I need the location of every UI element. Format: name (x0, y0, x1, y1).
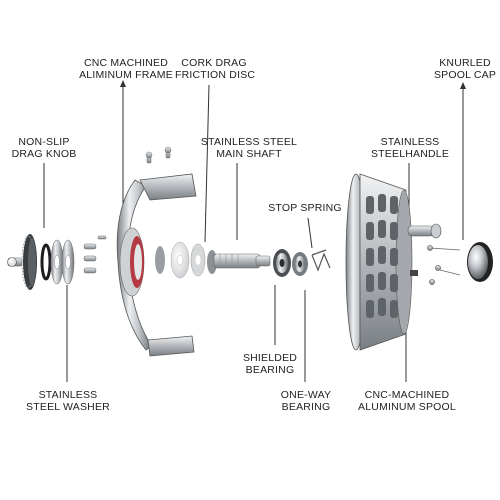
label-knurled-line2: SPOOL CAP (433, 69, 497, 81)
label-oneway-line2: BEARING (281, 401, 331, 413)
shielded-bearing (273, 249, 291, 277)
arrowhead-frame (120, 80, 126, 87)
label-knob: NON-SLIP DRAG KNOB (6, 136, 82, 160)
label-handle: STAINLESS STEELHANDLE (370, 136, 450, 160)
label-knob-line1: NON-SLIP (18, 136, 70, 148)
label-knurled-line1: KNURLED (439, 57, 491, 69)
label-oneway: ONE-WAY BEARING (276, 389, 336, 413)
label-oneway-line1: ONE-WAY (280, 389, 332, 401)
drag-knob (7, 234, 37, 290)
label-handle-line2: STEELHANDLE (370, 148, 450, 160)
label-shielded: SHIELDED BEARING (238, 352, 302, 376)
reel-frame (116, 173, 197, 357)
label-handle-line1: STAINLESS (380, 136, 440, 148)
washers-and-rings (40, 239, 75, 285)
small-bolts (83, 146, 172, 274)
label-shielded-line2: BEARING (245, 364, 295, 376)
label-stopspring: STOP SPRING (265, 202, 345, 214)
cap-small-parts (427, 245, 461, 285)
main-shaft (213, 253, 271, 269)
drag-discs (155, 241, 217, 279)
label-stopspring-line1: STOP SPRING (268, 202, 342, 214)
label-washer-line1: STAINLESS (38, 389, 98, 401)
label-frame-line1: CNC MACHINED (83, 57, 169, 69)
label-spool-line2: ALUMINUM SPOOL (358, 401, 456, 413)
label-shaft-line2: MAIN SHAFT (216, 148, 282, 160)
label-washer-line2: STEEL WASHER (26, 401, 110, 413)
reel-spool (345, 173, 442, 351)
label-shaft-line1: STAINLESS STEEL (200, 136, 298, 148)
label-cork-line1: CORK DRAG (181, 57, 247, 69)
label-spool: CNC-MACHINED ALUMINUM SPOOL (357, 389, 457, 413)
label-knob-line2: DRAG KNOB (11, 148, 77, 160)
label-knurled: KNURLED SPOOL CAP (432, 57, 498, 81)
label-frame-line2: ALIMINUM FRAME (79, 69, 173, 81)
label-cork-line2: FRICTION DISC (175, 69, 256, 81)
arrowhead-knurled (460, 82, 466, 89)
label-cork: CORK DRAG FRICTION DISC (175, 57, 256, 81)
label-shielded-line1: SHIELDED (242, 352, 298, 364)
leader-stopspring (307, 217, 313, 249)
label-shaft: STAINLESS STEEL MAIN SHAFT (200, 136, 298, 160)
label-spool-line1: CNC-MACHINED (364, 389, 450, 401)
leader-cork (204, 84, 210, 243)
one-way-bearing (292, 252, 308, 276)
label-washer: STAINLESS STEEL WASHER (26, 389, 110, 413)
label-frame: CNC MACHINED ALIMINUM FRAME (78, 57, 174, 81)
knurled-spool-cap (467, 242, 493, 282)
stop-spring (311, 249, 331, 272)
